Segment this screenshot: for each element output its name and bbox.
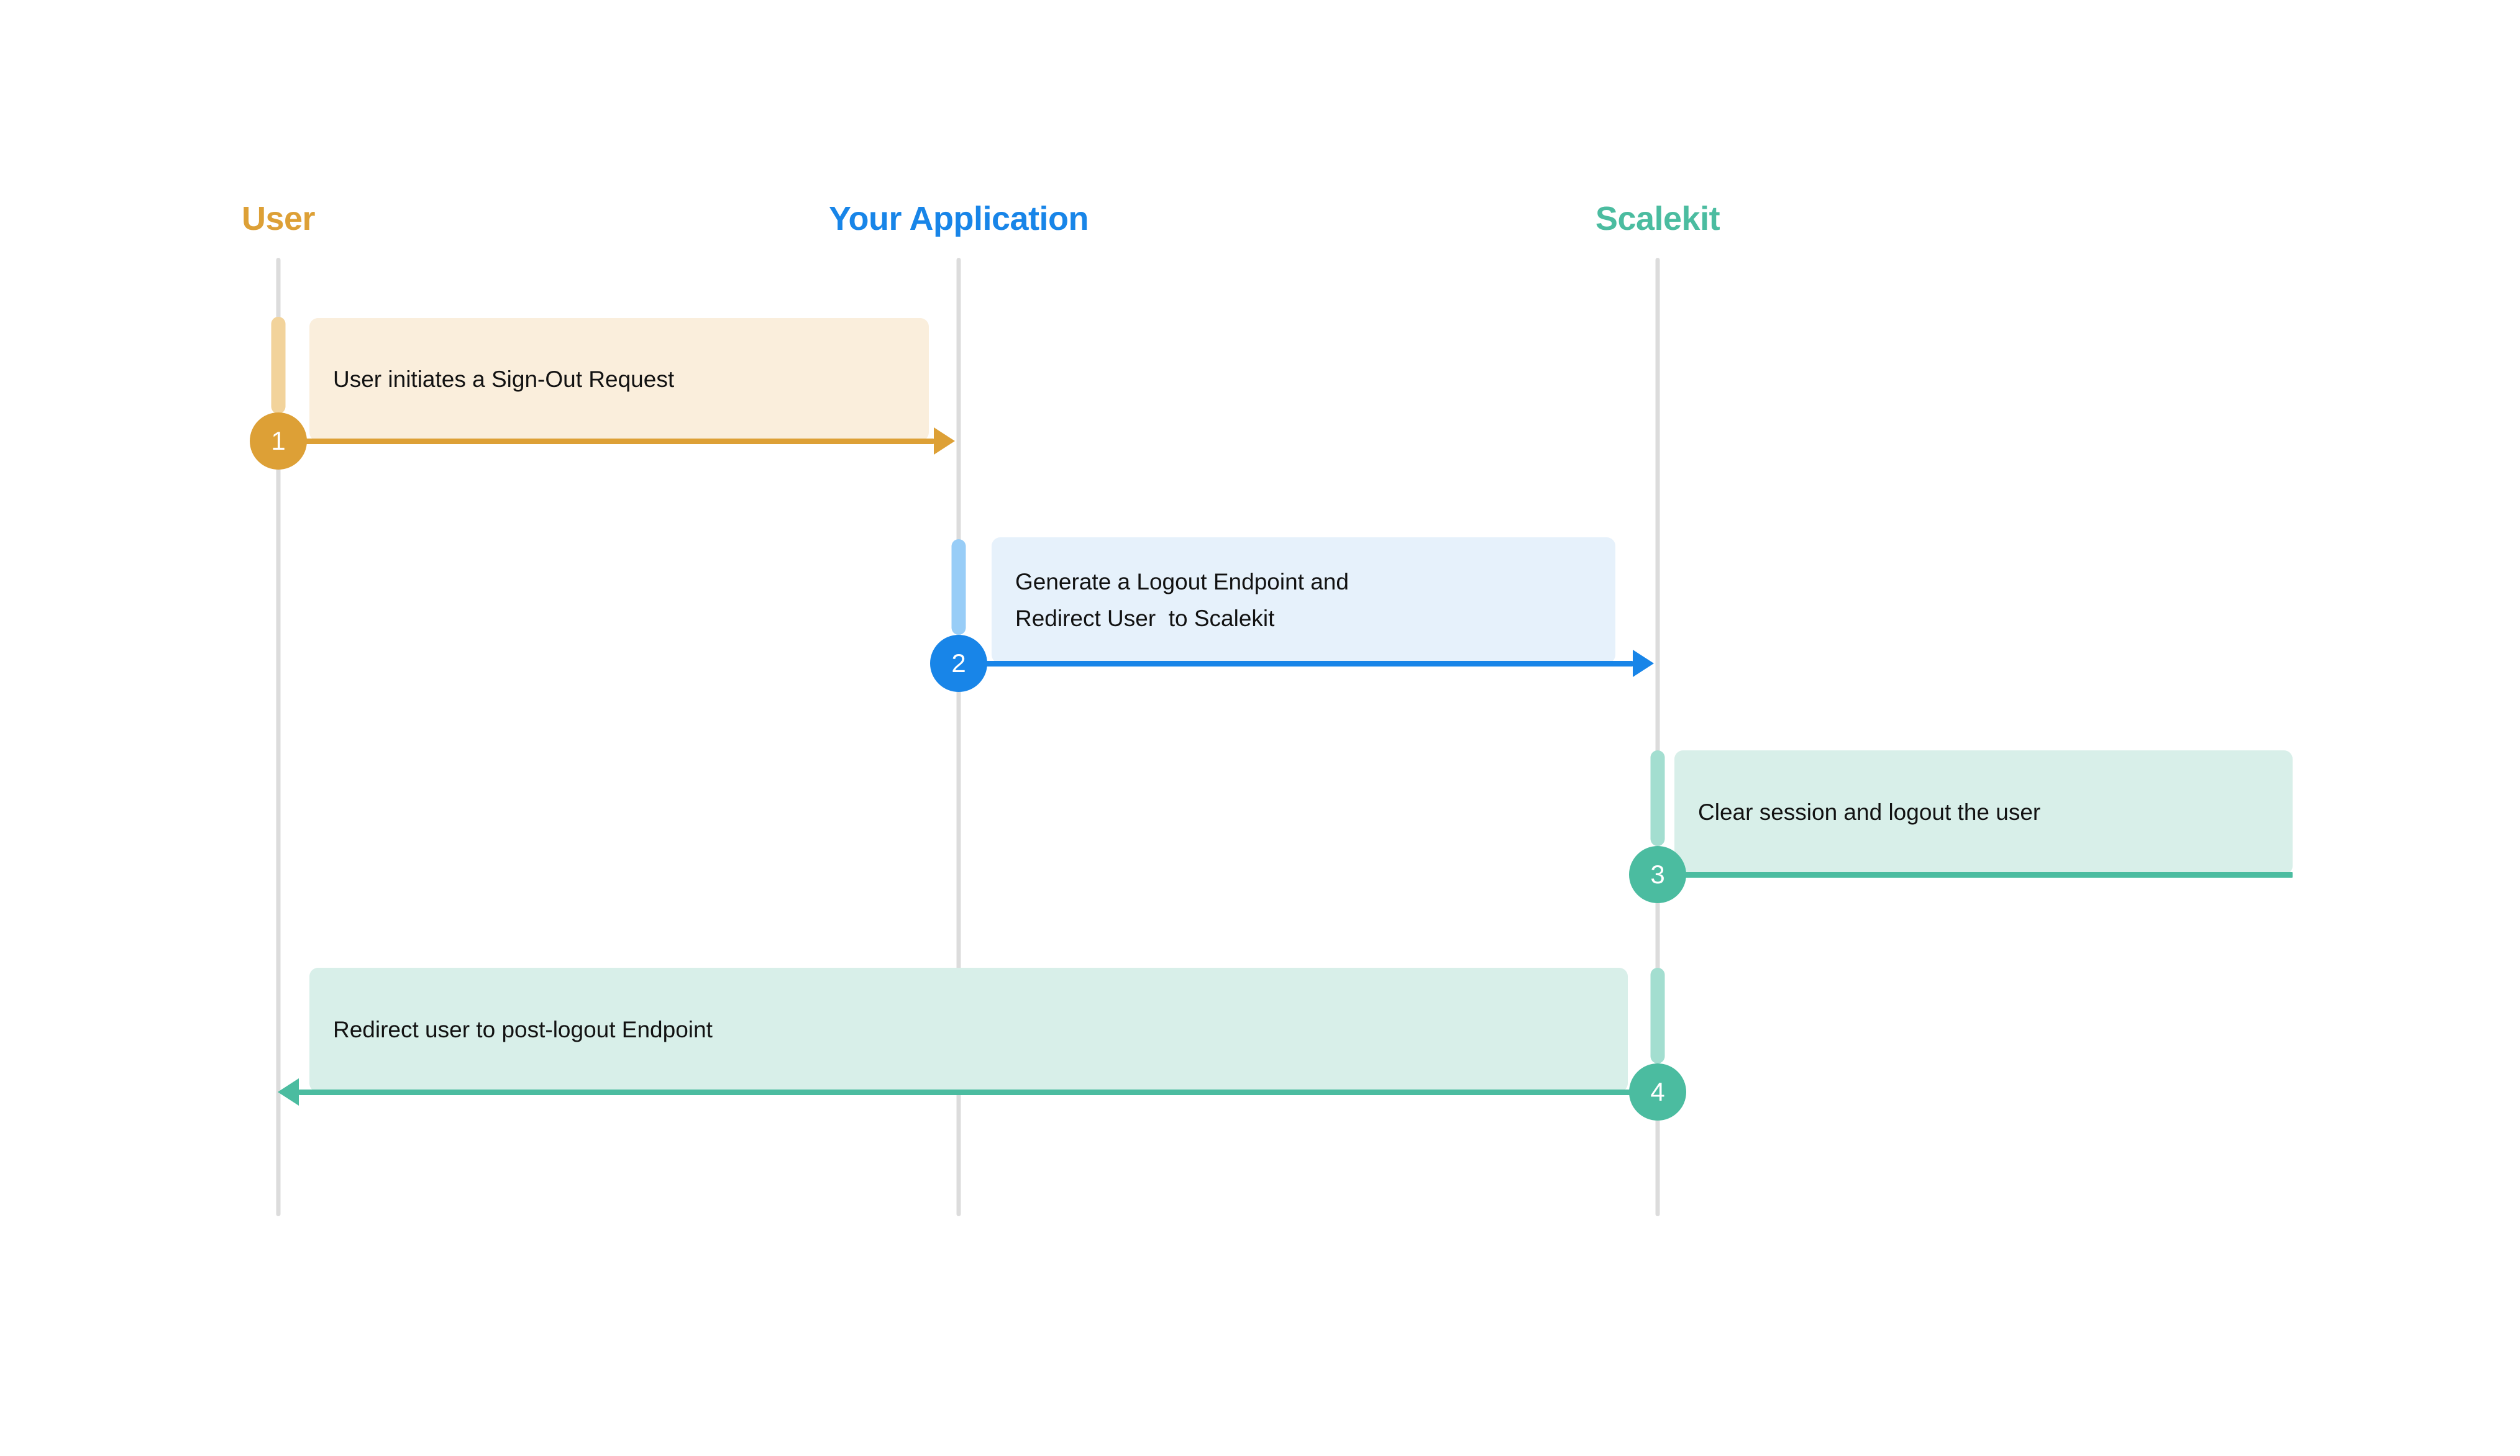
- step-badge-4[interactable]: 4: [1629, 1063, 1686, 1121]
- message-text-line: Generate a Logout Endpoint and: [1015, 569, 1349, 595]
- message-note-step-1: User initiates a Sign-Out Request: [309, 318, 929, 441]
- message-text-line: User initiates a Sign-Out Request: [333, 366, 675, 392]
- step-badge-1[interactable]: 1: [250, 412, 307, 470]
- message-text-line: Redirect User to Scalekit: [1015, 605, 1275, 631]
- lifeline-application: [956, 258, 961, 1216]
- step-badge-3[interactable]: 3: [1629, 846, 1686, 903]
- actor-label-application: Your Application: [829, 200, 1089, 237]
- message-text-line: Redirect user to post-logout Endpoint: [333, 1016, 713, 1042]
- lifeline-scalekit: [1655, 258, 1660, 1216]
- lifeline-user: [276, 258, 281, 1216]
- step-badge-2[interactable]: 2: [930, 635, 987, 692]
- message-line-step-1: [278, 439, 934, 444]
- arrowhead-right-icon: [1633, 650, 1654, 677]
- message-line-step-2: [959, 661, 1633, 667]
- actor-label-user: User: [241, 200, 316, 237]
- arrowhead-right-icon: [934, 427, 955, 455]
- actor-label-scalekit: Scalekit: [1595, 200, 1720, 237]
- activation-bar-step-1: [271, 317, 286, 414]
- message-line-step-3: [1658, 872, 2293, 878]
- activation-bar-step-2: [951, 539, 966, 635]
- message-note-step-4: Redirect user to post-logout Endpoint: [309, 968, 1628, 1092]
- message-line-step-4: [299, 1090, 1658, 1095]
- activation-bar-step-4: [1650, 968, 1665, 1063]
- message-text-line: Clear session and logout the user: [1698, 799, 2041, 825]
- arrowhead-left-icon: [278, 1078, 299, 1106]
- activation-bar-step-3: [1650, 750, 1665, 846]
- message-note-step-3: Clear session and logout the user: [1674, 750, 2293, 875]
